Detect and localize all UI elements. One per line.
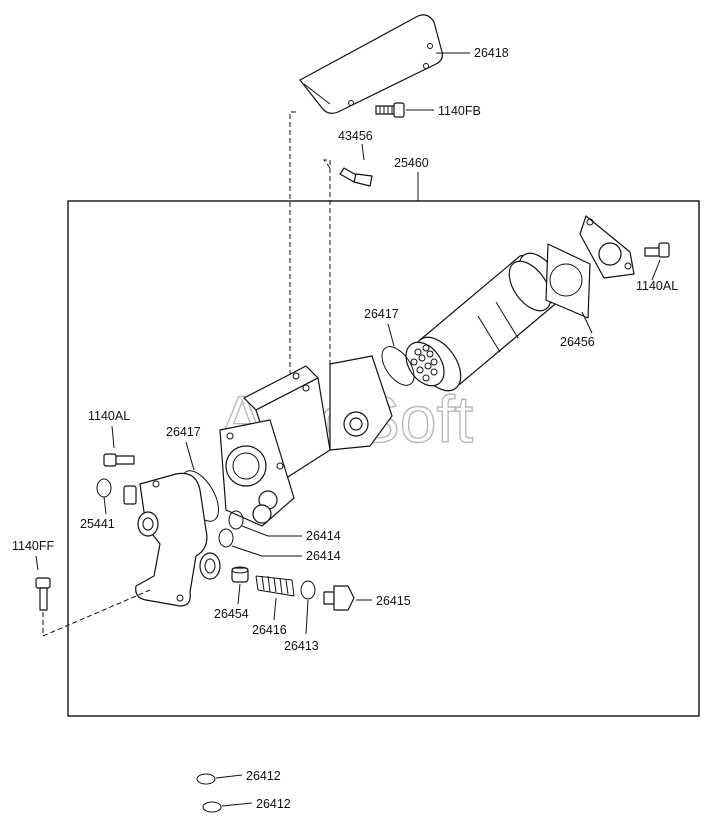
callout-26414-a: 26414 bbox=[306, 529, 341, 543]
bolt-1140fb-icon bbox=[375, 102, 405, 118]
washer-26413-icon bbox=[300, 580, 316, 600]
bolt-1140al-left-icon bbox=[103, 453, 135, 467]
oring-25441-icon bbox=[96, 478, 112, 498]
inlet-elbow-pipe bbox=[123, 472, 221, 607]
callout-25441: 25441 bbox=[80, 517, 115, 531]
bolt-43456-icon bbox=[339, 167, 373, 187]
callout-1140ff: 1140FF bbox=[12, 539, 55, 553]
egr-valve-housing bbox=[219, 355, 393, 527]
oring-26417-upper-icon bbox=[381, 346, 415, 386]
callout-26456: 26456 bbox=[560, 335, 595, 349]
callout-26414-b: 26414 bbox=[306, 549, 341, 563]
oring-26412-a-icon bbox=[196, 773, 216, 785]
cap-26454-icon bbox=[231, 566, 249, 583]
callout-26416: 26416 bbox=[252, 623, 287, 637]
egr-cooler-body bbox=[405, 252, 562, 392]
cooler-end-flange bbox=[579, 215, 635, 279]
callout-26417-upper: 26417 bbox=[364, 307, 399, 321]
callout-26415: 26415 bbox=[376, 594, 411, 608]
oring-26412-b-icon bbox=[202, 801, 222, 813]
callout-1140al-right: 1140AL bbox=[636, 279, 678, 293]
callout-26412-b: 26412 bbox=[256, 797, 291, 811]
cooler-gasket-26456 bbox=[545, 243, 591, 319]
oring-26414-a-icon bbox=[228, 510, 244, 530]
callout-25460: 25460 bbox=[394, 156, 429, 170]
oring-26414-b-icon bbox=[218, 528, 234, 548]
callout-1140fb: 1140FB bbox=[438, 104, 481, 118]
callout-26418: 26418 bbox=[474, 46, 509, 60]
callout-43456: 43456 bbox=[338, 129, 373, 143]
heat-shield bbox=[299, 14, 443, 114]
spring-26416-icon bbox=[255, 575, 295, 597]
callout-1140al-left: 1140AL bbox=[88, 409, 130, 423]
bolt-1140ff-icon bbox=[35, 577, 51, 611]
callout-26454: 26454 bbox=[214, 607, 249, 621]
callout-26412-a: 26412 bbox=[246, 769, 281, 783]
callout-26413: 26413 bbox=[284, 639, 319, 653]
callout-26417-left: 26417 bbox=[166, 425, 201, 439]
assembly-frame bbox=[67, 200, 700, 717]
bolt-1140al-right-icon bbox=[644, 242, 670, 258]
plug-26415-icon bbox=[323, 585, 355, 611]
